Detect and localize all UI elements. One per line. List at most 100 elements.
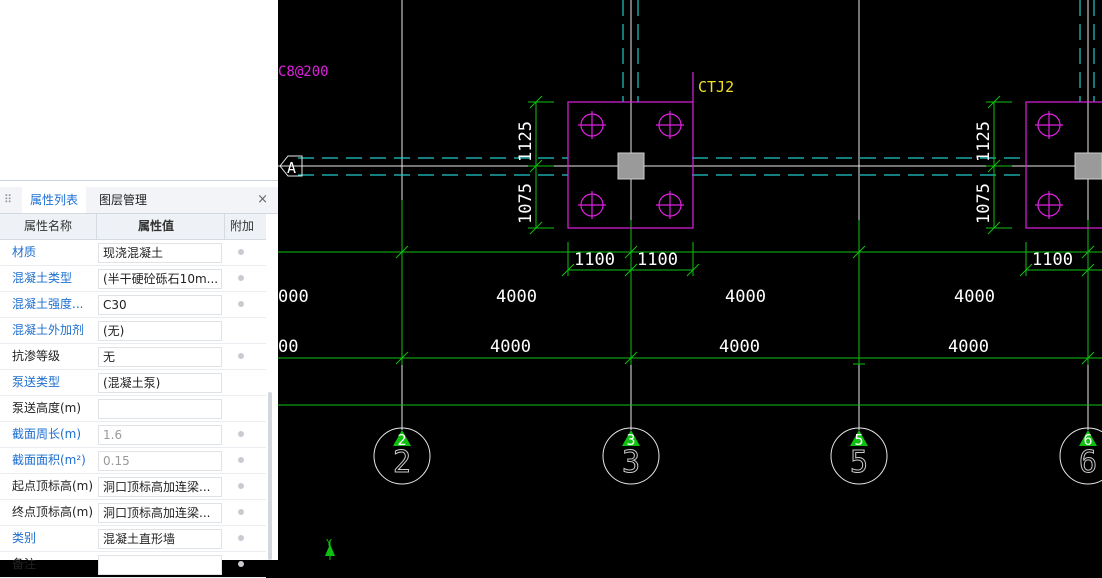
extra-radio[interactable] — [238, 561, 244, 567]
property-name: 截面面积(m²) — [12, 453, 86, 467]
axis-number-2: 2 — [393, 445, 411, 480]
pile-cap[interactable] — [567, 101, 694, 229]
property-name: 材质 — [12, 245, 37, 259]
axis-bubble-6 — [1059, 427, 1102, 485]
property-rows: 材质 现浇混凝土混凝土类型 (半干硬砼砾石10m... 混凝土强度... C30 混凝土外… — [0, 240, 266, 578]
span-partial-lower: 00 — [278, 337, 298, 357]
span-upper-1: 4000 — [496, 287, 537, 307]
axis-number-3-small: 3 — [626, 431, 635, 449]
property-row[interactable]: 终点顶标高(m) 洞口顶标高加连梁... — [0, 500, 266, 526]
axis-number-6: 6 — [1079, 445, 1097, 480]
dim-1075-right: 1075 — [974, 183, 994, 224]
axis-number-3: 3 — [622, 445, 640, 480]
axis-number-5-small: 5 — [854, 431, 863, 449]
property-name: 混凝土强度... — [12, 297, 84, 311]
property-value-field[interactable]: (混凝土泵) — [98, 373, 222, 393]
property-value-field[interactable]: 1.6 — [98, 425, 222, 445]
property-value-field[interactable]: 混凝土直形墙 — [98, 529, 222, 549]
dim-1100-left: 1100 — [574, 250, 615, 270]
property-row[interactable]: 抗渗等级 无 — [0, 344, 266, 370]
property-grid: 属性名称 属性值 附加 材质现浇混凝土混凝土类型(半干硬砼砾石10m...混凝土… — [0, 214, 266, 578]
axis-number-6-small: 6 — [1083, 431, 1092, 449]
tab-layer-management[interactable]: 图层管理 — [99, 193, 148, 207]
span-lower-1: 4000 — [490, 337, 531, 357]
property-row[interactable]: 泵送高度(m) — [0, 396, 266, 422]
property-name: 截面周长(m) — [12, 427, 82, 441]
axis-bubble-2 — [373, 427, 431, 485]
property-value-field[interactable]: (无) — [98, 321, 222, 341]
extra-radio[interactable] — [238, 249, 244, 255]
property-name: 备注 — [12, 557, 37, 571]
rebar-label: C8@200 — [278, 64, 329, 80]
property-row[interactable]: 起点顶标高(m) 洞口顶标高加连梁... — [0, 474, 266, 500]
property-value-field[interactable] — [98, 555, 222, 575]
pile-cap-label: CTJ2 — [698, 78, 734, 96]
property-name: 终点顶标高(m) — [12, 505, 94, 519]
cad-drawing: C8@200 CTJ2 A 1125 1075 1125 1075 1100 1… — [278, 0, 1102, 560]
scrollbar[interactable] — [268, 392, 272, 560]
property-value-field[interactable]: 现浇混凝土 — [98, 243, 222, 263]
close-icon[interactable]: × — [257, 192, 268, 207]
tab-property-list[interactable]: 属性列表 — [22, 187, 87, 213]
property-value-field[interactable]: 洞口顶标高加连梁... — [98, 477, 222, 497]
axis-number-5: 5 — [850, 445, 868, 480]
property-value-field[interactable]: 无 — [98, 347, 222, 367]
pile-cap-right[interactable] — [1025, 101, 1102, 229]
axis-number-2-small: 2 — [397, 431, 406, 449]
panel-tab-bar: ⠿ 属性列表 图层管理 × — [0, 187, 278, 214]
column[interactable] — [617, 152, 645, 180]
y-axis-label: Y — [326, 538, 332, 549]
property-value-field[interactable]: 洞口顶标高加连梁... — [98, 503, 222, 523]
property-row[interactable]: 类别 混凝土直形墙 — [0, 526, 266, 552]
extra-radio[interactable] — [238, 483, 244, 489]
property-name: 抗渗等级 — [12, 349, 61, 363]
property-name: 混凝土类型 — [12, 271, 73, 285]
extra-radio[interactable] — [238, 431, 244, 437]
property-row[interactable]: 备注 — [0, 552, 266, 578]
property-row[interactable]: 泵送类型 (混凝土泵) — [0, 370, 266, 396]
property-name: 泵送高度(m) — [12, 401, 82, 415]
sidebar-empty-area — [0, 0, 278, 181]
property-name: 起点顶标高(m) — [12, 479, 94, 493]
extra-radio[interactable] — [238, 301, 244, 307]
column-right[interactable] — [1074, 152, 1102, 180]
grid-header: 属性名称 属性值 附加 — [0, 214, 266, 240]
property-row[interactable]: 混凝土类型 (半干硬砼砾石10m... — [0, 266, 266, 292]
drag-grip-icon[interactable]: ⠿ — [4, 193, 12, 206]
dim-1125: 1125 — [516, 121, 536, 162]
properties-sidebar: ⠿ 属性列表 图层管理 × 属性名称 属性值 附加 材质 现浇混凝土混凝土类型 (半… — [0, 0, 278, 578]
span-lower-3: 4000 — [948, 337, 989, 357]
property-row[interactable]: 材质 现浇混凝土 — [0, 240, 266, 266]
dim-1125-right: 1125 — [974, 121, 994, 162]
extra-radio[interactable] — [238, 457, 244, 463]
extra-radio[interactable] — [238, 275, 244, 281]
property-value-field[interactable]: 0.15 — [98, 451, 222, 471]
property-row[interactable]: 混凝土强度... C30 — [0, 292, 266, 318]
column-header-value: 属性值 — [138, 219, 175, 233]
dim-1075: 1075 — [516, 183, 536, 224]
property-name: 混凝土外加剂 — [12, 323, 85, 337]
axis-bubble-3 — [602, 427, 660, 485]
column-header-extra: 附加 — [230, 219, 255, 233]
extra-radio[interactable] — [238, 353, 244, 359]
property-row[interactable]: 截面面积(m²) 0.15 — [0, 448, 266, 474]
dim-1100-right: 1100 — [637, 250, 678, 270]
span-lower-2: 4000 — [719, 337, 760, 357]
property-row[interactable]: 截面周长(m) 1.6 — [0, 422, 266, 448]
property-name: 类别 — [12, 531, 37, 545]
span-partial-upper: 000 — [278, 287, 309, 307]
dim-1100-far: 1100 — [1032, 250, 1073, 270]
column-header-name: 属性名称 — [24, 219, 73, 233]
extra-radio[interactable] — [238, 509, 244, 515]
axis-bubble-5 — [830, 427, 888, 485]
extra-radio[interactable] — [238, 535, 244, 541]
span-upper-2: 4000 — [725, 287, 766, 307]
property-value-field[interactable]: C30 — [98, 295, 222, 315]
property-value-field[interactable] — [98, 399, 222, 419]
cad-drawing-canvas[interactable]: C8@200 CTJ2 A 1125 1075 1125 1075 1100 1… — [278, 0, 1102, 560]
span-upper-3: 4000 — [954, 287, 995, 307]
axis-label-a: A — [287, 159, 296, 177]
property-row[interactable]: 混凝土外加剂 (无) — [0, 318, 266, 344]
property-value-field[interactable]: (半干硬砼砾石10m... — [98, 269, 222, 289]
property-name: 泵送类型 — [12, 375, 61, 389]
